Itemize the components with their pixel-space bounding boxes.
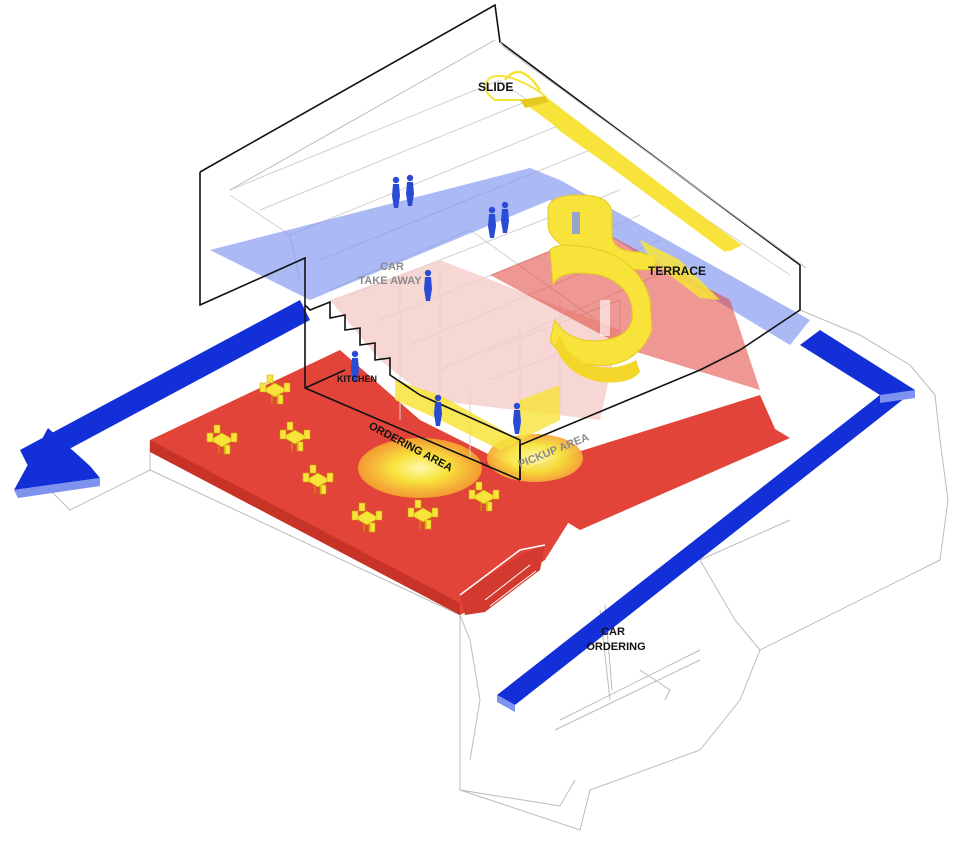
spiral-stair [547, 194, 656, 383]
interior-floor [330, 260, 620, 420]
label-car-take-away-line2: TAKE AWAY [358, 275, 422, 287]
site-base [29, 309, 949, 831]
label-car-take-away-line1: CAR [380, 261, 404, 273]
slide [484, 70, 742, 252]
label-car-ordering-line2: ORDERING [586, 641, 645, 653]
ordering-area-glow [358, 438, 482, 498]
label-slide: SLIDE [478, 80, 513, 94]
car-take-away-route [14, 300, 310, 498]
terrace-yellow [640, 240, 720, 300]
car-ordering-route [497, 330, 915, 712]
label-car-ordering-line1: CAR [601, 626, 625, 638]
building-outline [199, 3, 801, 481]
label-terrace: TERRACE [648, 264, 706, 278]
drive-through-lane [210, 168, 810, 345]
pickup-area-glow [487, 434, 583, 482]
label-kitchen: KITCHEN [337, 374, 377, 384]
